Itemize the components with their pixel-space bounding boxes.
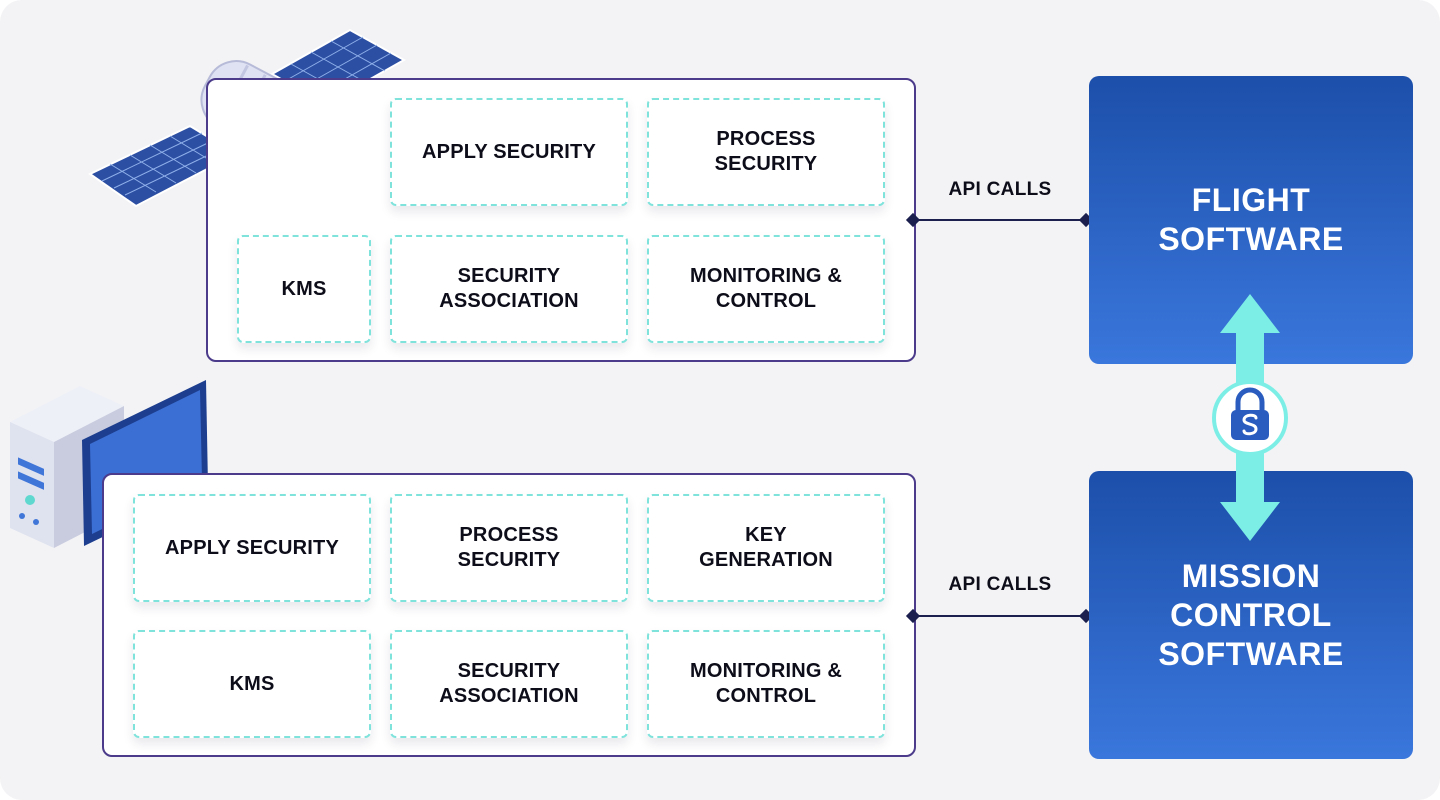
mission-software-line2: CONTROL <box>1170 596 1332 633</box>
top-process-security-card: PROCESS SECURITY <box>647 98 885 206</box>
top-monitoring-control-card: MONITORING & CONTROL <box>647 235 885 343</box>
bottom-apply-security-label: APPLY SECURITY <box>165 536 339 559</box>
flight-software-line1: FLIGHT <box>1191 182 1311 218</box>
bottom-monitoring-control-label: MONITORING & CONTROL <box>689 660 843 707</box>
top-monitoring-control-label: MONITORING & CONTROL <box>689 265 843 312</box>
bottom-key-generation-label: KEY GENERATION <box>699 524 833 571</box>
lock-icon <box>1212 380 1288 456</box>
bottom-apply-security-card: APPLY SECURITY <box>133 494 371 602</box>
top-security-association-label: SECURITY ASSOCIATION <box>439 265 579 312</box>
bottom-kms-card: KMS <box>133 630 371 738</box>
bottom-monitoring-control-card: MONITORING & CONTROL <box>647 630 885 738</box>
bidirectional-arrow-icon <box>1212 294 1288 541</box>
bottom-api-connector <box>915 615 1085 617</box>
bottom-kms-label: KMS <box>229 672 275 695</box>
bottom-security-association-card: SECURITY ASSOCIATION <box>390 630 628 738</box>
bottom-process-security-label: PROCESS SECURITY <box>457 524 561 571</box>
bottom-security-association-label: SECURITY ASSOCIATION <box>439 660 579 707</box>
flight-software-line2: SOFTWARE <box>1158 221 1344 257</box>
top-api-calls-label: API CALLS <box>948 179 1052 200</box>
top-apply-security-card: APPLY SECURITY <box>390 98 628 206</box>
mission-software-line1: MISSION <box>1181 557 1321 594</box>
top-process-security-label: PROCESS SECURITY <box>714 128 818 175</box>
flight-software-box: FLIGHT SOFTWARE <box>1089 76 1413 364</box>
top-kms-card: KMS <box>237 235 371 343</box>
bottom-process-security-card: PROCESS SECURITY <box>390 494 628 602</box>
mission-software-line3: SOFTWARE <box>1158 635 1344 672</box>
top-kms-label: KMS <box>281 277 327 300</box>
top-apply-security-label: APPLY SECURITY <box>422 140 596 163</box>
bottom-api-calls-label: API CALLS <box>948 574 1052 595</box>
top-security-association-card: SECURITY ASSOCIATION <box>390 235 628 343</box>
bottom-key-generation-card: KEY GENERATION <box>647 494 885 602</box>
top-api-connector <box>915 219 1085 221</box>
